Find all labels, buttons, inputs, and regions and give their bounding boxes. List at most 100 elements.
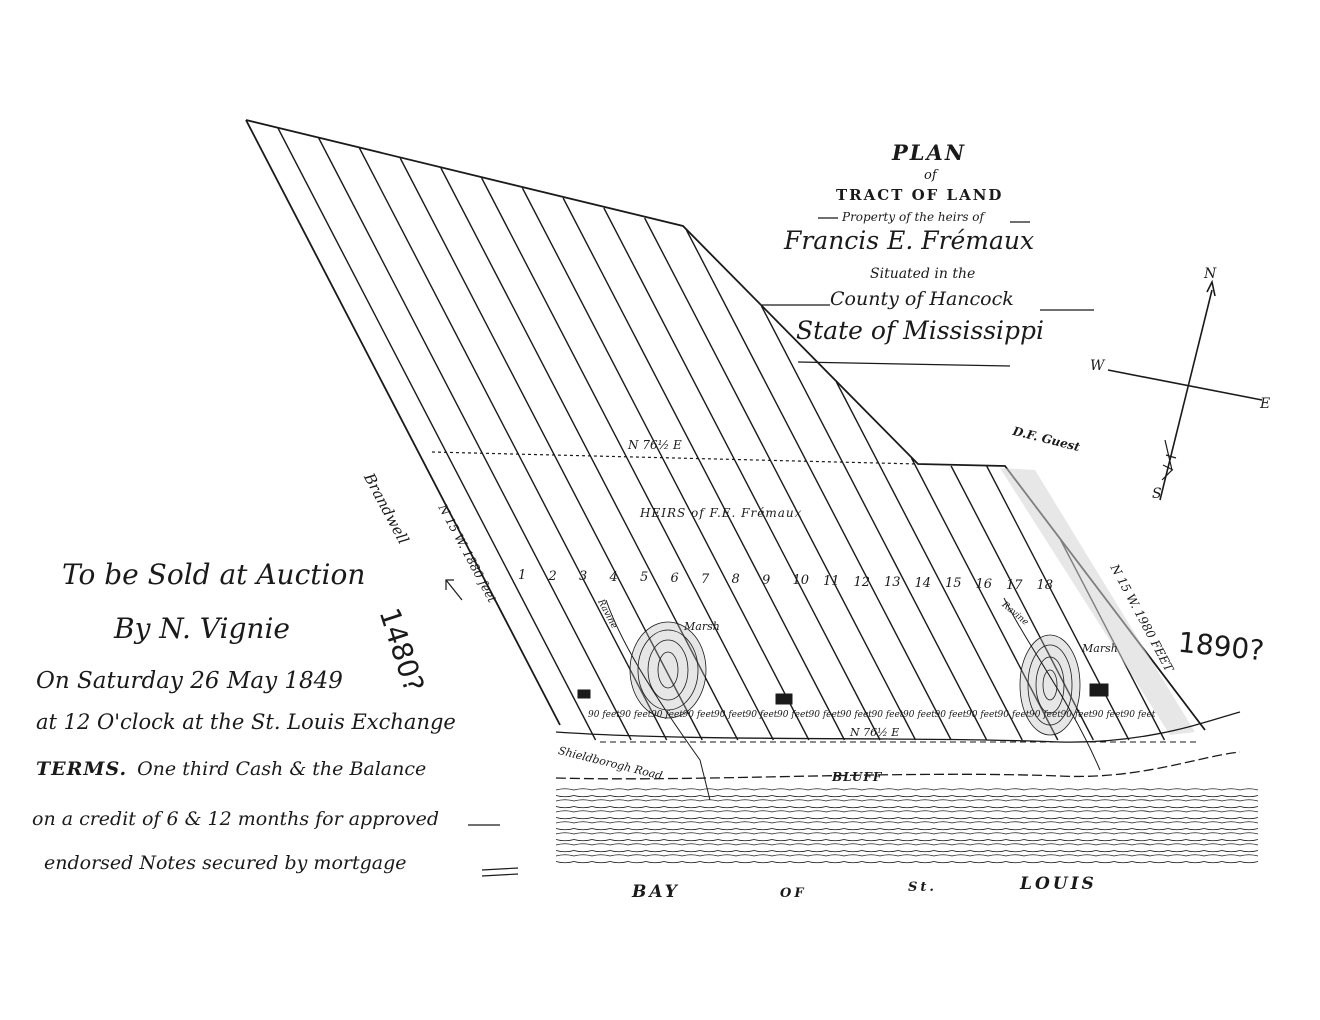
lot-frontage: 90 feet bbox=[1092, 710, 1124, 720]
lot-number: 4 bbox=[609, 569, 618, 585]
auction-terms: TERMS. One third Cash & the Balance bbox=[36, 758, 426, 780]
water-line bbox=[555, 861, 1259, 864]
lot-frontage: 90 feet bbox=[934, 710, 967, 720]
bay-water bbox=[555, 788, 1259, 864]
lot-number: 5 bbox=[640, 570, 649, 586]
marsh-right bbox=[1019, 634, 1081, 736]
lot-frontage: 90 feet bbox=[651, 710, 683, 720]
lot-line bbox=[358, 147, 668, 741]
title-plan: PLAN bbox=[892, 140, 967, 165]
lot-frontage: 90 feet bbox=[1060, 710, 1093, 720]
compass-n: N bbox=[1204, 266, 1217, 282]
lot-frontage: 90 feet bbox=[777, 710, 809, 720]
lot-line bbox=[399, 157, 703, 741]
bay-word-4: LOUIS bbox=[1020, 874, 1097, 894]
bay-word-3: St. bbox=[908, 880, 937, 895]
lot-line bbox=[521, 187, 810, 741]
title-rules bbox=[445, 217, 1094, 877]
lot-line bbox=[562, 197, 846, 741]
title-property: Property of the heirs of bbox=[842, 210, 984, 224]
lot-number: 14 bbox=[914, 575, 932, 591]
title-tract: TRACT OF LAND bbox=[836, 186, 1004, 204]
lot-frontage: 90 feet bbox=[871, 710, 904, 720]
compass-s: S bbox=[1152, 486, 1162, 502]
lot-number: 8 bbox=[731, 572, 740, 588]
lot-frontage: 90 feet bbox=[588, 710, 620, 720]
lot-number: 1 bbox=[518, 568, 527, 583]
lot-line bbox=[760, 305, 988, 741]
houses bbox=[577, 683, 1109, 705]
marsh-right-label: Marsh bbox=[1082, 642, 1118, 655]
lot-number: 17 bbox=[1006, 577, 1023, 593]
water-line bbox=[555, 828, 1259, 831]
lot-number: 15 bbox=[945, 576, 962, 592]
water-line bbox=[555, 806, 1259, 809]
terms-label: TERMS. bbox=[36, 758, 128, 780]
compass-w: W bbox=[1090, 358, 1105, 374]
water-line bbox=[555, 839, 1259, 842]
lot-frontage: 90 feet bbox=[714, 710, 746, 720]
auction-line-6: on a credit of 6 & 12 months for approve… bbox=[32, 808, 440, 830]
lot-line bbox=[910, 457, 1059, 741]
auction-line-5: One third Cash & the Balance bbox=[137, 758, 427, 780]
marsh-left bbox=[629, 621, 707, 719]
water-line bbox=[555, 799, 1259, 802]
lot-line bbox=[835, 381, 1023, 741]
lot-number: 6 bbox=[670, 571, 679, 586]
lot-line bbox=[481, 177, 774, 741]
water-line bbox=[555, 810, 1259, 813]
marsh-left-label: Marsh bbox=[684, 620, 720, 633]
lot-frontage: 90 feet bbox=[808, 710, 841, 720]
lot-line bbox=[318, 137, 632, 741]
lot-number: 7 bbox=[701, 571, 710, 587]
shoreline bbox=[555, 711, 1241, 780]
compass-rose bbox=[1107, 279, 1263, 501]
lot-number: 9 bbox=[762, 572, 771, 588]
lot-line bbox=[440, 167, 739, 741]
water-line bbox=[555, 817, 1259, 820]
auction-line-7: endorsed Notes secured by mortgage bbox=[44, 852, 407, 874]
lot-number: 11 bbox=[823, 574, 840, 589]
lot-line bbox=[685, 229, 952, 741]
bay-word-2: OF bbox=[780, 886, 807, 901]
lot-line bbox=[277, 127, 597, 741]
bluff-label: BLUFF bbox=[832, 770, 883, 784]
compass-e: E bbox=[1260, 396, 1271, 412]
ravines bbox=[605, 597, 1101, 801]
water-line bbox=[555, 832, 1259, 835]
lot-frontage: 90 feet bbox=[1029, 710, 1061, 720]
lot-number: 2 bbox=[548, 568, 557, 584]
guest-strip-shading bbox=[1000, 468, 1195, 735]
north-line-label: N 76½ E bbox=[628, 438, 682, 452]
water-line bbox=[555, 843, 1259, 846]
title-situated: Situated in the bbox=[870, 266, 976, 282]
south-line-label: N 76½ E bbox=[850, 726, 900, 739]
auction-line-2: By N. Vignie bbox=[114, 612, 290, 645]
water-line bbox=[555, 788, 1259, 791]
lot-frontage: 90 feet bbox=[840, 710, 872, 720]
auction-line-3: On Saturday 26 May 1849 bbox=[36, 668, 343, 694]
lot-number: 18 bbox=[1036, 578, 1054, 594]
bay-word-1: BAY bbox=[632, 882, 680, 902]
lot-line bbox=[644, 217, 917, 741]
lot-number: 13 bbox=[884, 575, 901, 591]
water-line bbox=[555, 850, 1259, 853]
title-state: State of Mississippi bbox=[796, 316, 1045, 345]
lot-line bbox=[950, 465, 1094, 741]
lot-frontage: 90 feet bbox=[619, 710, 652, 720]
lot-number: 12 bbox=[853, 574, 871, 590]
title-owner: Francis E. Frémaux bbox=[784, 226, 1035, 255]
lot-line bbox=[603, 207, 881, 741]
auction-line-4: at 12 O'clock at the St. Louis Exchange bbox=[36, 710, 456, 734]
title-of: of bbox=[924, 168, 937, 183]
lot-lines bbox=[277, 127, 1166, 741]
water-line bbox=[555, 795, 1259, 798]
lot-number: 3 bbox=[579, 569, 588, 585]
heirs-label: HEIRS of F.E. Frémaux bbox=[640, 506, 803, 520]
lot-frontage: 90 feet bbox=[745, 710, 778, 720]
lot-frontage: 90 feet bbox=[966, 710, 998, 720]
lot-number: 16 bbox=[975, 577, 993, 592]
water-line bbox=[555, 821, 1259, 824]
lot-number: 10 bbox=[792, 573, 810, 589]
